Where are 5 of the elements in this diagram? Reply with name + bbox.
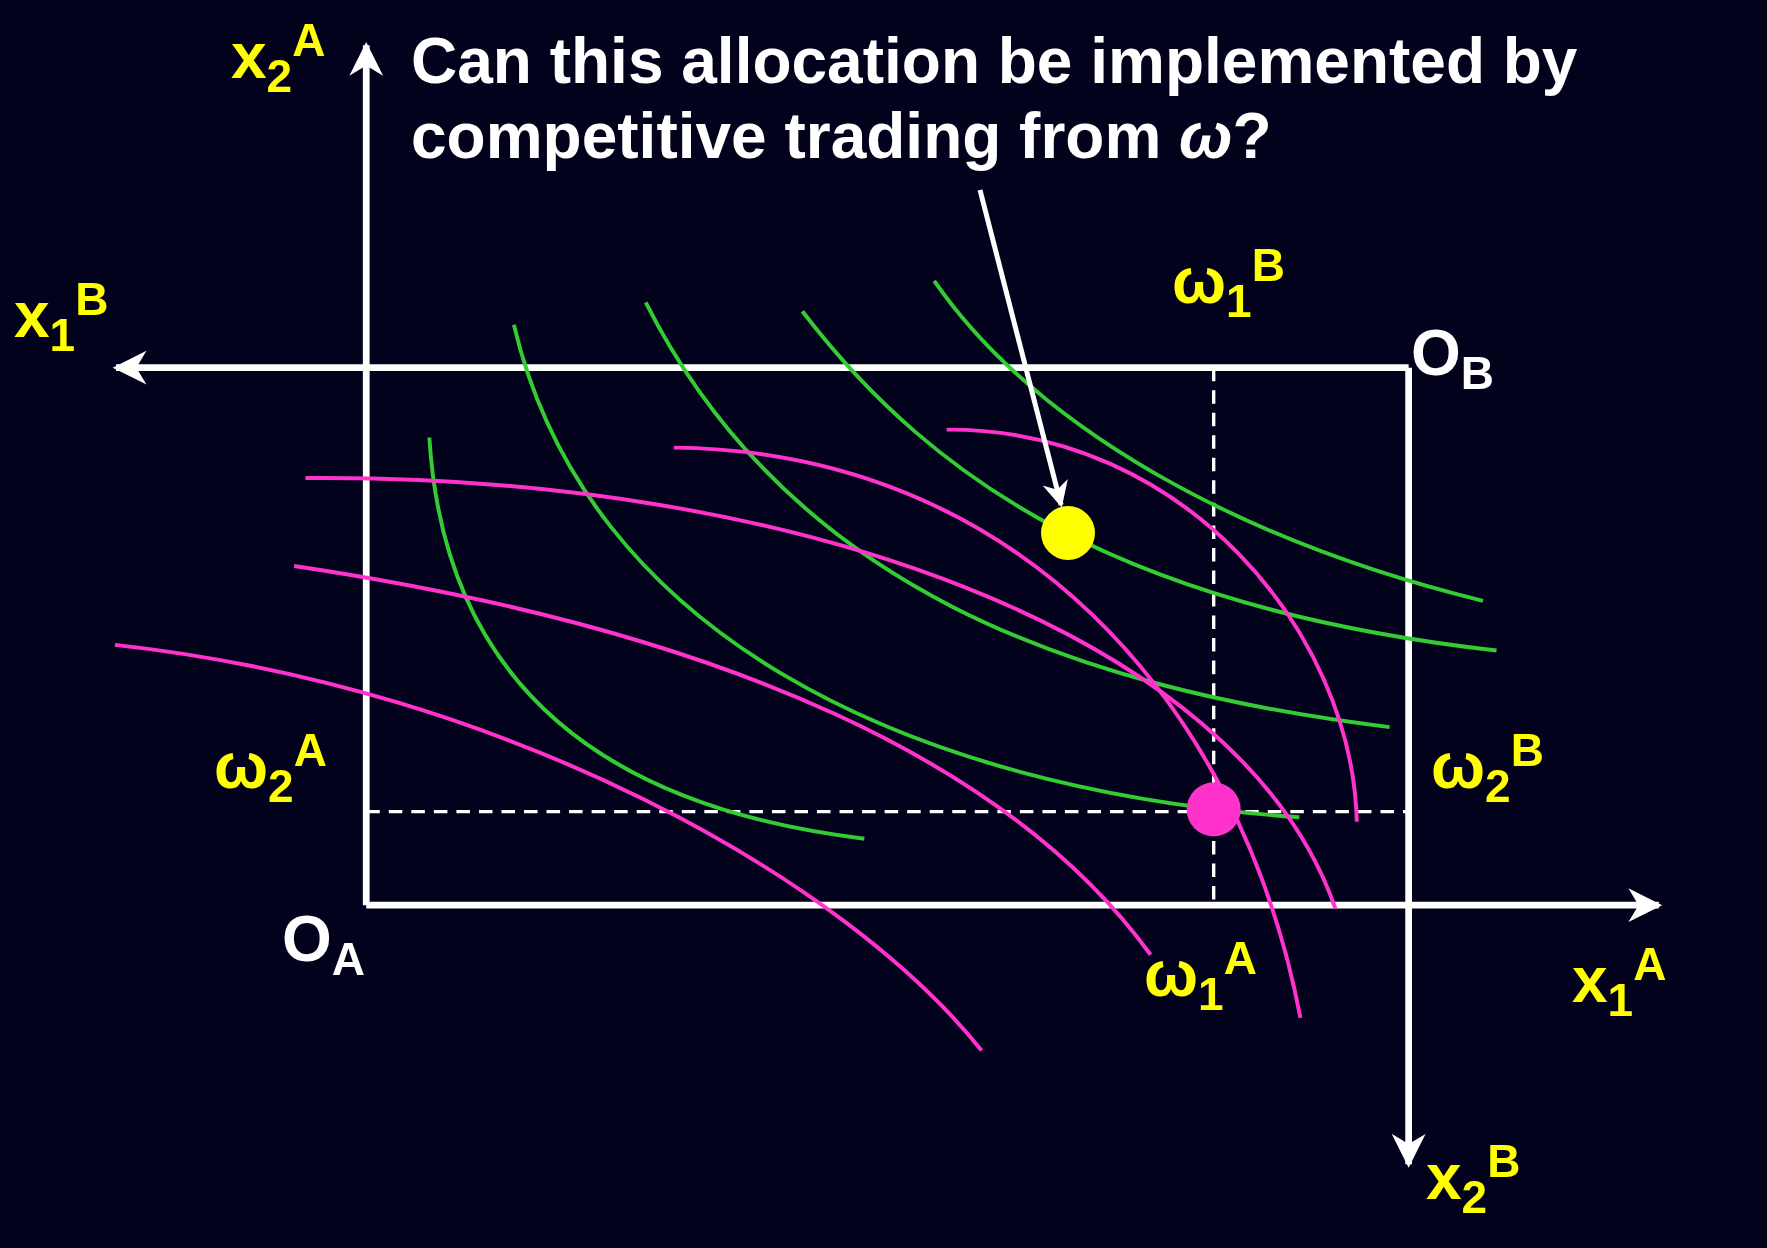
question-text: Can this allocation be implemented by competitive trading from ω? [411,24,1761,174]
origin-label: O$_{B}$ [1411,321,1494,396]
allocation-point [1041,506,1096,560]
leader-arrow [977,189,1068,508]
origin-label: O$_{A}$ [282,907,365,982]
